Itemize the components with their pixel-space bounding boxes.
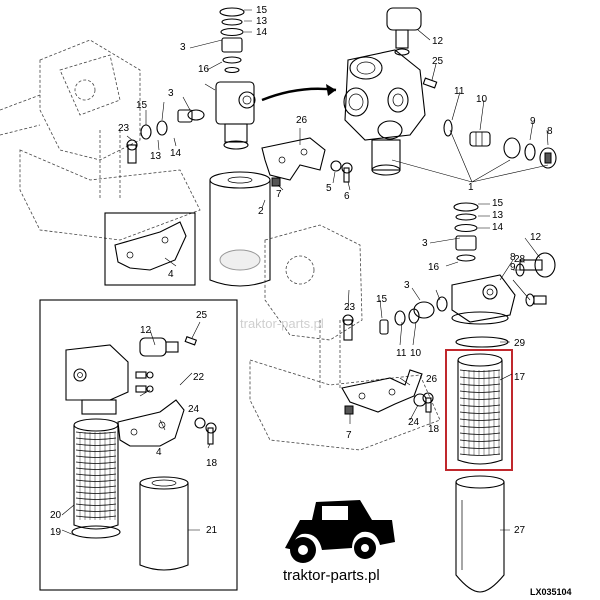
- part-number-label: 12: [140, 325, 152, 336]
- part-number-label: 25: [196, 310, 208, 321]
- part-number-label: 9: [510, 262, 516, 273]
- part-number-label: 17: [514, 372, 526, 383]
- part-number-label: 14: [492, 222, 504, 233]
- part-number-label: 3: [404, 280, 410, 291]
- inset-bracket-box: [104, 212, 196, 286]
- part-number-label: 15: [376, 294, 388, 305]
- part-number-label: 16: [428, 262, 440, 273]
- filter-head-bottom-right: [341, 202, 556, 415]
- part-number-label: 3: [180, 42, 186, 53]
- part-number-label: 24: [408, 417, 420, 428]
- part-number-label: 13: [256, 16, 268, 27]
- part-number-label: 15: [136, 100, 148, 111]
- part-number-label: 14: [256, 27, 268, 38]
- part-number-label: 19: [50, 527, 62, 538]
- watermark-text: traktor-parts.pl: [240, 316, 324, 331]
- part-number-label: 21: [206, 525, 218, 536]
- part-number-label: 15: [492, 198, 504, 209]
- filter-canister-top: [209, 171, 271, 287]
- filter-element-highlighted: [445, 349, 513, 471]
- part-number-label: 13: [150, 151, 162, 162]
- part-number-label: 23: [118, 123, 130, 134]
- part-number-label: 11: [396, 348, 407, 359]
- part-number-label: 7: [276, 189, 282, 200]
- part-number-label: 9: [530, 116, 536, 127]
- filter-bowl-bottom: [455, 475, 505, 593]
- part-number-label: 12: [530, 232, 542, 243]
- part-number-label: 27: [514, 525, 526, 536]
- part-number-label: 24: [188, 404, 200, 415]
- part-number-label: 13: [492, 210, 504, 221]
- part-number-label: 23: [344, 302, 356, 313]
- filter-head-enlarged: [343, 7, 557, 176]
- part-number-label: 6: [344, 191, 350, 202]
- part-number-label: 2: [258, 206, 264, 217]
- part-number-label: 10: [476, 94, 488, 105]
- part-number-label: 4: [168, 269, 174, 280]
- part-number-label: 11: [454, 86, 465, 97]
- part-number-label: 18: [206, 458, 218, 469]
- part-number-label: 20: [50, 510, 62, 521]
- part-number-label: 12: [432, 36, 444, 47]
- figure-reference: LX035104: [530, 587, 572, 597]
- detail-box-left: [39, 299, 238, 591]
- part-number-label: 14: [170, 148, 182, 159]
- part-number-label: 26: [426, 374, 438, 385]
- tractor-logo-icon: [285, 500, 395, 563]
- part-number-label: 3: [422, 238, 428, 249]
- part-number-label: 4: [156, 447, 162, 458]
- filter-head-top-left: [126, 7, 353, 187]
- part-number-label: 15: [256, 5, 268, 16]
- part-number-label: 29: [514, 338, 526, 349]
- part-number-label: 16: [198, 64, 210, 75]
- part-number-label: 22: [193, 372, 205, 383]
- leader-lines: [61, 9, 549, 536]
- part-number-label: 8: [510, 252, 516, 263]
- part-number-label: 1: [468, 182, 474, 193]
- part-number-label: 28: [514, 254, 526, 265]
- brand-text: traktor-parts.pl: [283, 567, 380, 584]
- highlight-frame: [445, 349, 513, 471]
- part-number-label: 10: [410, 348, 422, 359]
- part-number-label: 3: [168, 88, 174, 99]
- view-arrow: [261, 84, 337, 102]
- tractor-frame-right: [249, 224, 441, 451]
- part-number-label: 26: [296, 115, 308, 126]
- part-number-label: 18: [428, 424, 440, 435]
- part-number-label: 5: [326, 183, 332, 194]
- part-number-label: 7: [346, 430, 352, 441]
- part-number-label: 8: [547, 126, 553, 137]
- tractor-frame-top: [0, 39, 201, 241]
- part-number-label: 25: [432, 56, 444, 67]
